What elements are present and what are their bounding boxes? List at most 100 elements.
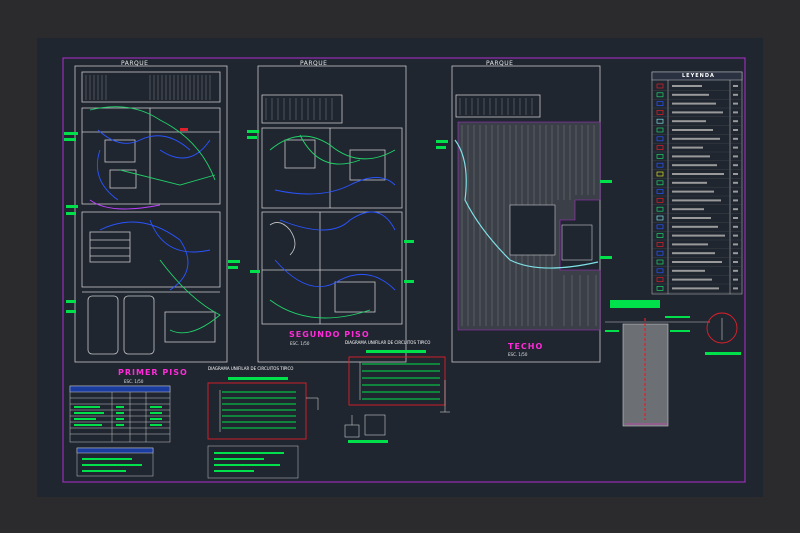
- ground-rod-detail: [705, 312, 741, 355]
- sheet-frame: [62, 57, 746, 483]
- legend-quantity: [733, 164, 738, 167]
- legend-quantity: [733, 146, 738, 149]
- plan-1-scale: ESC. 1/50: [124, 379, 144, 384]
- legend-symbol-icon: [656, 268, 664, 274]
- legend-description: [672, 85, 702, 87]
- legend-symbol-icon: [656, 206, 664, 212]
- second-floor-callouts: [247, 130, 414, 283]
- plan-3-title: TECHO: [508, 342, 544, 351]
- legend-symbol-icon: [656, 250, 664, 256]
- legend-symbol-icon: [656, 286, 664, 291]
- legend-symbol-icon: [656, 171, 664, 177]
- legend-quantity: [733, 225, 738, 228]
- legend-description: [672, 173, 724, 175]
- legend-quantity: [733, 181, 738, 184]
- legend-quantity: [733, 278, 738, 281]
- legend-symbol-icon: [656, 189, 664, 194]
- legend-symbol-icon: [656, 83, 664, 89]
- legend-description: [672, 111, 723, 114]
- legend-symbol-icon: [656, 127, 664, 133]
- legend-description: [672, 208, 704, 211]
- legend-quantity: [733, 190, 738, 193]
- notes-box-2: [207, 445, 299, 479]
- plan-2-scale: ESC. 1/50: [290, 341, 310, 346]
- load-table: [69, 385, 171, 443]
- plan-1-title: PRIMER PISO: [118, 368, 188, 377]
- legend-description: [672, 217, 711, 219]
- notes-box-1: [76, 447, 154, 477]
- second-floor-circuits: [269, 134, 396, 319]
- load-table-values: [74, 406, 162, 426]
- legend-quantity: [733, 173, 738, 175]
- notes-box-2-lines: [214, 452, 284, 472]
- plan-2-top-label: PARQUE: [300, 60, 328, 67]
- legend-description: [672, 146, 703, 149]
- legend-description: [672, 243, 708, 246]
- legend-description: [672, 234, 725, 237]
- legend-description: [672, 93, 709, 96]
- legend-symbol-icon: [656, 224, 664, 230]
- legend-symbol-icon: [656, 277, 664, 282]
- legend-description: [672, 120, 706, 123]
- legend-quantity: [733, 261, 738, 263]
- legend-quantity: [733, 217, 738, 219]
- roof-circuit: [454, 139, 599, 269]
- roof-opening: [509, 204, 556, 256]
- legend-description: [672, 137, 720, 140]
- legend-symbol-icon: [656, 198, 664, 203]
- legend-quantity: [733, 155, 738, 158]
- legend-description: [672, 199, 721, 202]
- legend-title: LEYENDA: [682, 73, 715, 79]
- legend-symbol-icon: [656, 180, 664, 186]
- unifilar-1-title: DIAGRAMA UNIFILAR DE CIRCUITOS TIPICO: [208, 366, 294, 371]
- legend-quantity: [733, 287, 738, 290]
- legend-symbol-icon: [656, 92, 664, 98]
- unifilar-diagram-2: [348, 350, 450, 413]
- legend-quantity: [733, 234, 738, 237]
- legend-quantity: [733, 243, 738, 246]
- legend-description: [672, 164, 717, 167]
- legend-table: [651, 71, 743, 295]
- legend-symbol-icon: [656, 154, 664, 159]
- plan-3-top-label: PARQUE: [486, 60, 514, 67]
- legend-description: [672, 155, 710, 158]
- legend-description: [672, 261, 722, 263]
- first-floor-plan: [74, 65, 228, 363]
- legend-quantity: [733, 269, 738, 272]
- roof-skylight: [561, 224, 593, 261]
- legend-symbol-icon: [656, 136, 664, 142]
- legend-quantity: [733, 199, 738, 202]
- plan-3-scale: ESC. 1/50: [508, 352, 528, 357]
- legend-symbol-icon: [656, 259, 664, 265]
- ground-detail-small: [344, 414, 388, 443]
- unifilar-diagram-1: [207, 377, 319, 440]
- legend-description: [672, 278, 712, 281]
- roof-callouts: [436, 140, 612, 259]
- unifilar-2-title: DIAGRAMA UNIFILAR DE CIRCUITOS TIPICO: [345, 340, 431, 345]
- second-floor-plan: [257, 65, 407, 363]
- roof-plan: [451, 65, 601, 363]
- legend-description: [672, 102, 716, 105]
- first-floor-circuits: [89, 106, 221, 334]
- legend-symbol-icon: [656, 242, 664, 247]
- plan-1-top-label: PARQUE: [121, 60, 149, 67]
- legend-description: [672, 269, 705, 272]
- legend-quantity: [733, 208, 738, 211]
- legend-description: [672, 129, 713, 131]
- plan-2-title: SEGUNDO PISO: [289, 330, 370, 339]
- legend-symbol-icon: [656, 110, 664, 115]
- legend-quantity: [733, 252, 738, 255]
- legend-rows: [652, 83, 742, 293]
- legend-quantity: [733, 129, 738, 131]
- ground-well-callouts: [605, 316, 690, 332]
- legend-description: [672, 225, 718, 228]
- legend-quantity: [733, 85, 738, 87]
- legend-quantity: [733, 111, 738, 114]
- legend-symbol-icon: [656, 145, 664, 150]
- legend-description: [672, 252, 715, 255]
- legend-description: [672, 190, 714, 193]
- ground-well-section: [605, 300, 710, 427]
- legend-quantity: [733, 93, 738, 96]
- notes-box-1-lines: [82, 458, 142, 472]
